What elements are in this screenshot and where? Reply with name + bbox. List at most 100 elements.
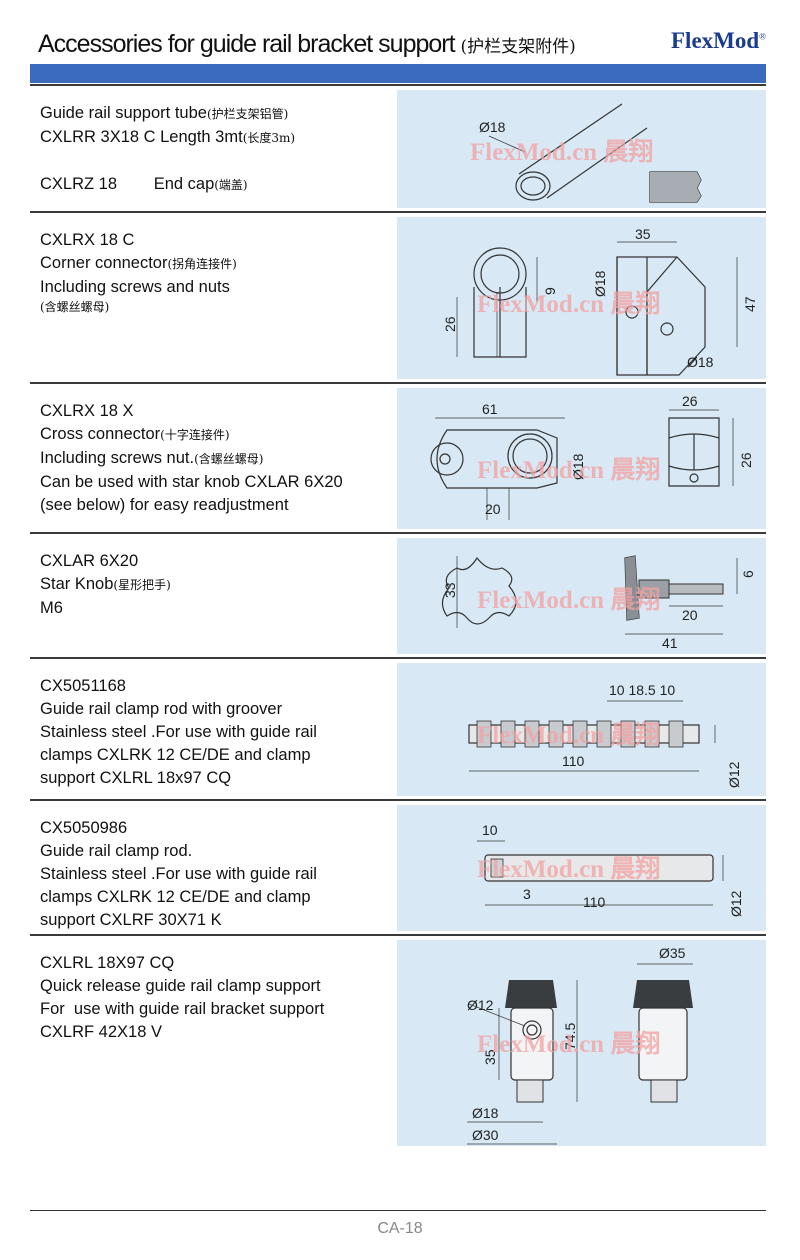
line-text: support CXLRF 30X71 K — [40, 911, 222, 929]
line-text: For use with guide rail bracket support — [40, 1000, 325, 1018]
line-text: clamps CXLRK 12 CE/DE and clamp — [40, 888, 311, 906]
page-number: CA-18 — [377, 1220, 423, 1237]
line-text: CXLRF 42X18 V — [40, 1023, 162, 1041]
line-text: Star Knob — [40, 575, 114, 593]
line: CXLRX 18 X — [40, 400, 343, 423]
line-text: CXLRX 18 C — [40, 231, 135, 249]
line: Including screws and nuts — [40, 276, 237, 299]
dim-label: 10 18.5 10 — [609, 682, 675, 698]
drawing-panel: 33 6 20 41 FlexMod.cn 晨翔 — [397, 538, 766, 654]
dim-label: 35 — [482, 1049, 498, 1065]
title-text: Accessories for guide rail bracket suppo… — [38, 30, 456, 58]
line: Guide rail support tube(护栏支架铝管) — [40, 102, 295, 126]
line-text: CXLRX 18 X — [40, 402, 134, 420]
quick-release-drawing: Ø12 35 74.5 Ø18 Ø30 Ø35 FlexMod.cn 晨翔 — [467, 945, 693, 1145]
dim-label: 26 — [738, 452, 754, 468]
corner-connector-drawing: 26 9 35 Ø18 47 Ø18 FlexMod.cn 晨翔 — [442, 226, 758, 376]
line-text: Including screws nut. — [40, 449, 195, 467]
watermark: FlexMod.cn 晨翔 — [477, 721, 660, 749]
brand-logo: FlexMod® — [671, 28, 766, 54]
line-text: M6 — [40, 599, 63, 617]
line: CX5050986 — [40, 817, 317, 840]
dim-label: Ø12 — [728, 890, 744, 917]
line-text: Guide rail clamp rod with groover — [40, 700, 283, 718]
dim-label: 10 — [482, 822, 498, 838]
drawing-panel: 10 18.5 10 110 Ø12 FlexMod.cn 晨翔 — [397, 663, 766, 796]
dim-label: 9 — [542, 287, 558, 295]
dim-label: 33 — [442, 582, 458, 598]
dim-label: 110 — [562, 753, 585, 769]
line-text: (see below) for easy readjustment — [40, 496, 289, 514]
line-text: clamps CXLRK 12 CE/DE and clamp — [40, 746, 311, 764]
watermark: FlexMod.cn 晨翔 — [477, 290, 660, 318]
line: support CXLRL 18x97 CQ — [40, 767, 317, 790]
line: Can be used with star knob CXLAR 6X20 — [40, 471, 343, 494]
dim-label: Ø18 — [570, 453, 586, 480]
header-bar — [30, 64, 766, 83]
groover-rod-drawing: 10 18.5 10 110 Ø12 FlexMod.cn 晨翔 — [468, 682, 742, 788]
line-text: Stainless steel .For use with guide rail — [40, 723, 317, 741]
section-star-knob: CXLAR 6X20 Star Knob(星形把手) M6 33 6 20 41… — [30, 532, 766, 658]
drawing-panel: 26 9 35 Ø18 47 Ø18 FlexMod.cn 晨翔 — [397, 217, 766, 379]
watermark: FlexMod.cn 晨翔 — [470, 138, 653, 166]
line: Including screws nut.(含螺丝螺母) — [40, 447, 343, 471]
dim-label: 20 — [485, 501, 501, 517]
tube-drawing: Ø18 FlexMod.cn 晨翔 — [470, 103, 702, 203]
line-text: CXLAR 6X20 — [40, 552, 139, 570]
dim-label: Ø12 — [467, 997, 494, 1013]
section-quick-release: CXLRL 18X97 CQ Quick release guide rail … — [30, 934, 766, 1150]
section-text: Guide rail support tube(护栏支架铝管) CXLRR 3X… — [40, 102, 295, 197]
line: Star Knob(星形把手) — [40, 573, 171, 597]
line: (含螺丝螺母) — [40, 299, 237, 314]
line-text: CX5050986 — [40, 819, 128, 837]
dim-label: Ø18 — [592, 270, 608, 297]
dim-label: Ø12 — [726, 761, 742, 788]
watermark: FlexMod.cn 晨翔 — [477, 586, 660, 614]
line-cn: (十字连接件) — [160, 428, 230, 442]
line-cn: (端盖) — [214, 178, 248, 192]
line-text: Quick release guide rail clamp support — [40, 977, 321, 995]
clamp-rod-drawing: 10 3 110 Ø12 FlexMod.cn 晨翔 — [477, 822, 744, 917]
dim-label: Ø18 — [472, 1105, 499, 1121]
line-text: Cross connector — [40, 425, 161, 443]
watermark: FlexMod.cn 晨翔 — [477, 456, 660, 484]
line: Guide rail clamp rod. — [40, 840, 317, 863]
dim-label: 74.5 — [562, 1023, 578, 1050]
section-text: CX5050986 Guide rail clamp rod. Stainles… — [40, 817, 317, 932]
dim-label: Ø18 — [687, 354, 714, 370]
line-text: Guide rail support tube — [40, 104, 207, 122]
line-text: CXLRR 3X18 C Length 3mt — [40, 128, 243, 146]
line-text: Including screws and nuts — [40, 278, 230, 296]
line: Corner connector(拐角连接件) — [40, 252, 237, 276]
line-cn: (护栏支架铝管) — [206, 107, 289, 121]
section-clamp-rod: CX5050986 Guide rail clamp rod. Stainles… — [30, 799, 766, 935]
line-text: Corner connector — [40, 254, 168, 272]
line: clamps CXLRK 12 CE/DE and clamp — [40, 744, 317, 767]
section-text: CXLRX 18 C Corner connector(拐角连接件) Inclu… — [40, 229, 237, 314]
section-cross-connector: CXLRX 18 X Cross connector(十字连接件) Includ… — [30, 382, 766, 533]
line: Cross connector(十字连接件) — [40, 423, 343, 447]
line: clamps CXLRK 12 CE/DE and clamp — [40, 886, 317, 909]
watermark: FlexMod.cn 晨翔 — [477, 855, 660, 883]
line-cn: (星形把手) — [113, 578, 171, 592]
dim-label: Ø35 — [659, 945, 686, 961]
section-text: CXLRX 18 X Cross connector(十字连接件) Includ… — [40, 400, 343, 517]
drawing-panel: 10 3 110 Ø12 FlexMod.cn 晨翔 — [397, 805, 766, 931]
line: Stainless steel .For use with guide rail — [40, 721, 317, 744]
dim-label: 47 — [742, 296, 758, 312]
line-text: Can be used with star knob CXLAR 6X20 — [40, 473, 343, 491]
line: CXLRZ 18 End cap(端盖) — [40, 173, 295, 197]
dim-label: 35 — [635, 226, 651, 242]
dim-label: 26 — [682, 393, 698, 409]
line-cn: (长度3m) — [242, 131, 296, 145]
line-text: support CXLRL 18x97 CQ — [40, 769, 232, 787]
line: CXLRL 18X97 CQ — [40, 952, 324, 975]
line-text: Stainless steel .For use with guide rail — [40, 865, 317, 883]
dim-label: 6 — [740, 570, 756, 578]
section-text: CX5051168 Guide rail clamp rod with groo… — [40, 675, 317, 790]
line-text: CX5051168 — [40, 677, 126, 695]
star-knob-drawing: 33 6 20 41 FlexMod.cn 晨翔 — [441, 555, 756, 651]
line: M6 — [40, 597, 171, 620]
line-text: CXLRZ 18 End cap — [40, 175, 215, 193]
line: Stainless steel .For use with guide rail — [40, 863, 317, 886]
